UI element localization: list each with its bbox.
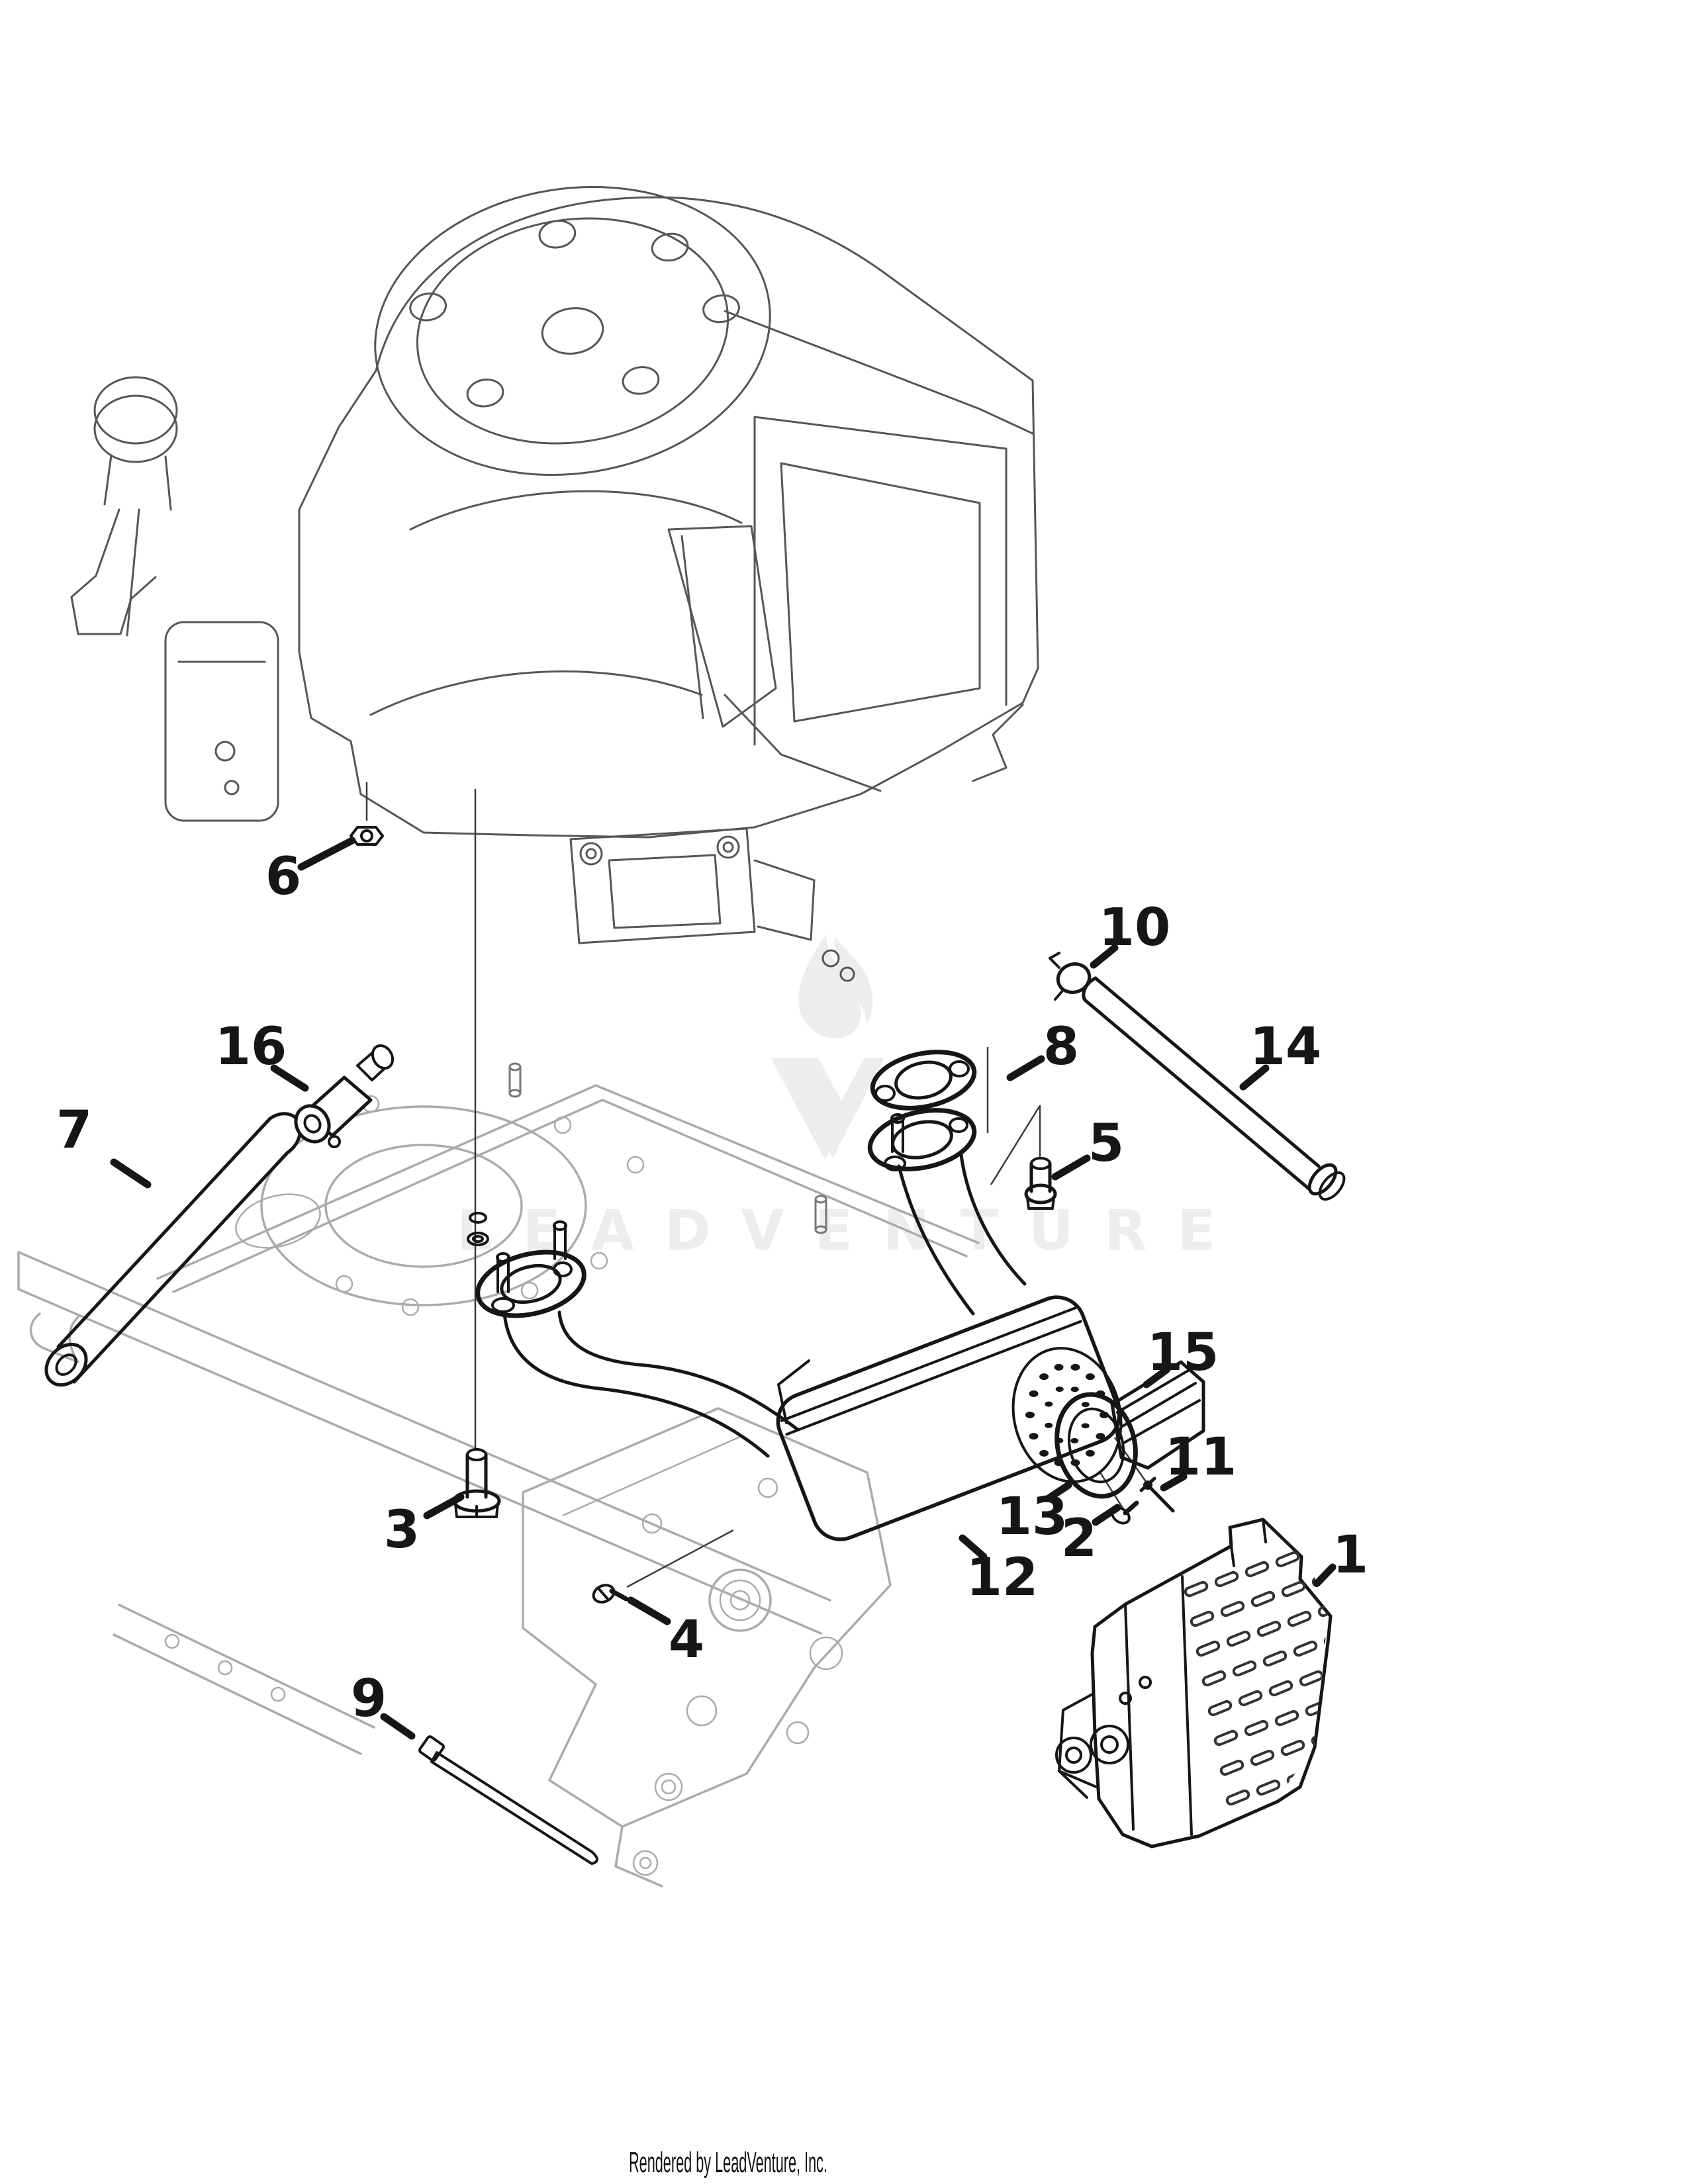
callout-9: 9 bbox=[351, 1669, 387, 1729]
callout-leader-3 bbox=[423, 1493, 465, 1520]
callout-1: 1 bbox=[1333, 1525, 1368, 1585]
frame-chassis bbox=[17, 1062, 980, 1888]
callout-11: 11 bbox=[1165, 1428, 1237, 1487]
drain-fitting-part16 bbox=[294, 1044, 395, 1148]
footer-credit: Rendered by LeadVenture, Inc. bbox=[629, 2146, 827, 2179]
callout-leader-1 bbox=[1313, 1563, 1336, 1587]
bolt-part3 bbox=[452, 1448, 501, 1518]
watermark-text: LEADVENTURE bbox=[457, 1198, 1246, 1263]
bolt-part5 bbox=[1024, 1157, 1057, 1210]
callout-5: 5 bbox=[1088, 1114, 1124, 1173]
heat-shield-part1 bbox=[1055, 1518, 1333, 1848]
callout-leader-2 bbox=[1092, 1504, 1121, 1526]
callout-leader-16 bbox=[270, 1064, 309, 1092]
callout-leader-4 bbox=[627, 1596, 671, 1625]
callout-7: 7 bbox=[56, 1101, 92, 1160]
callout-6: 6 bbox=[265, 847, 301, 907]
callout-leader-15 bbox=[1143, 1366, 1170, 1388]
washers bbox=[467, 1212, 489, 1246]
callout-leader-6 bbox=[297, 837, 356, 871]
callout-8: 8 bbox=[1043, 1017, 1079, 1077]
callout-leader-10 bbox=[1090, 944, 1119, 969]
callout-2: 2 bbox=[1061, 1509, 1097, 1569]
perforated-disc-holes bbox=[1025, 1363, 1109, 1467]
callout-leader-5 bbox=[1051, 1154, 1091, 1181]
leadventure-watermark: LEADVENTURE bbox=[457, 934, 1246, 1263]
flywheel bbox=[374, 186, 771, 476]
pin-part11 bbox=[1139, 1477, 1175, 1513]
callout-13: 13 bbox=[996, 1487, 1068, 1547]
bolt-part4 bbox=[592, 1584, 629, 1604]
flame-watermark-icon bbox=[798, 934, 873, 1038]
callout-leader-12 bbox=[959, 1534, 988, 1561]
callout-leader-9 bbox=[380, 1713, 416, 1740]
callout-leader-13 bbox=[1045, 1481, 1072, 1502]
callout-16: 16 bbox=[215, 1017, 287, 1077]
callout-leader-7 bbox=[110, 1158, 152, 1189]
v-logo-watermark-icon2 bbox=[781, 1058, 884, 1158]
callout-15: 15 bbox=[1147, 1323, 1219, 1383]
callout-12: 12 bbox=[966, 1548, 1039, 1608]
frame-stud bbox=[508, 1062, 827, 1234]
callout-4: 4 bbox=[669, 1610, 704, 1670]
nut-part6 bbox=[350, 826, 384, 846]
exhaust-gasket-part8 bbox=[870, 1050, 977, 1111]
heat-shield-vent-slots bbox=[1184, 1541, 1328, 1835]
callout-leader-14 bbox=[1239, 1064, 1270, 1091]
callout-leader-11 bbox=[1160, 1473, 1188, 1492]
cable-tie-part9 bbox=[418, 1735, 598, 1865]
callout-3: 3 bbox=[384, 1500, 420, 1560]
callout-10: 10 bbox=[1099, 898, 1171, 958]
callout-leader-8 bbox=[1006, 1055, 1045, 1081]
callout-14: 14 bbox=[1250, 1017, 1322, 1077]
engine bbox=[70, 186, 1039, 982]
hose-clamp-part10 bbox=[1049, 952, 1092, 1001]
deflector-part15 bbox=[1110, 1360, 1205, 1470]
exhaust-pipes-part12 bbox=[475, 1108, 1027, 1458]
